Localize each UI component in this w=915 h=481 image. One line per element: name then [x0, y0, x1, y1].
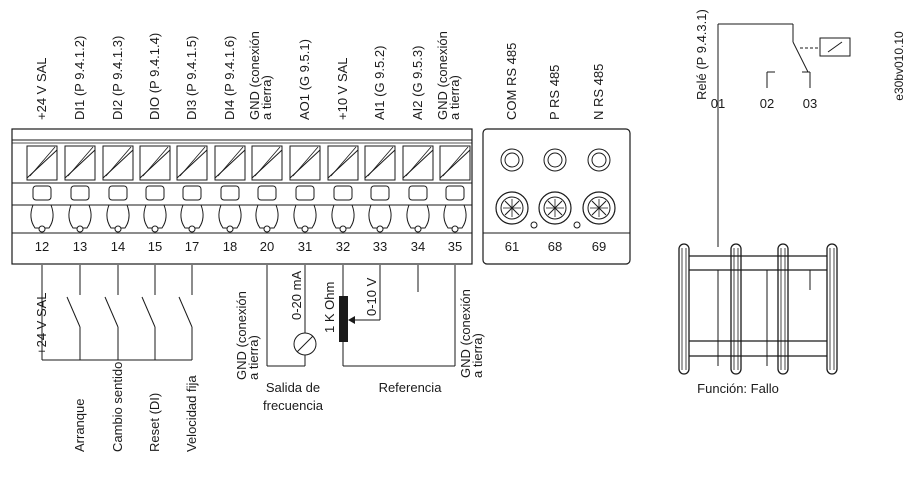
gnd-label-20: a tierra) — [246, 335, 261, 380]
top-label-13: DI1 (P 9.4.1.2) — [72, 36, 87, 120]
switch-label-reset-di: Reset (DI) — [147, 393, 162, 452]
top-label-35: a tierra) — [447, 75, 462, 120]
terminal-number: 34 — [411, 239, 425, 254]
terminal-function-labels: +24 V SAL DI1 (P 9.4.1.2) DI2 (P 9.4.1.3) D… — [34, 31, 462, 120]
terminal-number: 13 — [73, 239, 87, 254]
rs485-label-n-rs-485: N RS 485 — [591, 64, 606, 120]
terminal-33 — [364, 145, 396, 233]
rs485-terminal-number: 69 — [592, 239, 606, 254]
terminal-15 — [139, 145, 171, 233]
main-terminal-block: 12 13 14 15 17 18 20 31 32 33 34 35 — [11, 128, 473, 265]
gnd-label-20: GND (conexión — [234, 291, 249, 380]
top-label-35: GND (conexión — [435, 31, 450, 120]
potentiometer — [339, 296, 348, 342]
terminal-number: 12 — [35, 239, 49, 254]
terminal-number: 31 — [298, 239, 312, 254]
top-label-20: a tierra) — [259, 75, 274, 120]
rs485-terminal-61 — [495, 148, 529, 225]
v24-out-label: +24 V SAL — [34, 292, 49, 355]
rs485-terminal-number: 68 — [548, 239, 562, 254]
top-label-14: DI2 (P 9.4.1.3) — [110, 36, 125, 120]
top-label-12: +24 V SAL — [34, 57, 49, 120]
document-code: e30bv010.10 — [892, 31, 906, 101]
terminal-number: 32 — [336, 239, 350, 254]
terminal-17 — [176, 145, 208, 233]
freq-output-label: Salida de — [266, 380, 320, 395]
rs485-terminal-number: 61 — [505, 239, 519, 254]
switch-label-arranque: Arranque — [72, 399, 87, 452]
terminal-number: 20 — [260, 239, 274, 254]
relay-function-label: Función: Fallo — [697, 381, 779, 396]
terminal-18 — [214, 145, 246, 233]
gnd-label-35: a tierra) — [470, 333, 485, 378]
rs485-terminal-block: 61 68 69 — [482, 128, 631, 265]
terminal-13 — [64, 145, 96, 233]
terminal-34 — [402, 145, 434, 233]
rs485-labels: COM RS 485 P RS 485 N RS 485 — [504, 43, 606, 120]
terminal-number: 15 — [148, 239, 162, 254]
rs485-label-com-rs-485: COM RS 485 — [504, 43, 519, 120]
terminal-number: 35 — [448, 239, 462, 254]
top-label-17: DI3 (P 9.4.1.5) — [184, 36, 199, 120]
terminal-32 — [327, 145, 359, 233]
potentiometer-wiper-arrow — [348, 316, 355, 324]
terminal-number: 17 — [185, 239, 199, 254]
terminal-number: 33 — [373, 239, 387, 254]
relay-terminal-01: 01 — [711, 96, 725, 111]
v10-label: 0-10 V — [364, 277, 379, 316]
top-label-20: GND (conexión — [247, 31, 262, 120]
terminal-number: 14 — [111, 239, 125, 254]
rs485-label-p-rs-485: P RS 485 — [547, 65, 562, 120]
terminal-35 — [439, 145, 471, 233]
relay-terminal-02: 02 — [760, 96, 774, 111]
top-label-33: AI1 (G 9.5.2) — [372, 46, 387, 120]
ma-label: 0-20 mA — [289, 271, 304, 320]
terminal-31 — [289, 145, 321, 233]
terminal-20 — [251, 145, 283, 233]
relay-section — [678, 23, 851, 375]
top-label-15: DIO (P 9.4.1.4) — [147, 33, 162, 120]
terminal-number: 18 — [223, 239, 237, 254]
relay-title: Relé (P 9.4.3.1) — [694, 9, 709, 100]
freq-output-label: frecuencia — [263, 398, 324, 413]
top-label-34: AI2 (G 9.5.3) — [410, 46, 425, 120]
top-label-31: AO1 (G 9.5.1) — [297, 39, 312, 120]
external-wiring — [41, 265, 456, 367]
terminal-14 — [102, 145, 134, 233]
rs485-terminal-68 — [538, 148, 572, 225]
rs485-terminal-69 — [582, 148, 616, 225]
pot-label: 1 K Ohm — [322, 282, 337, 333]
gnd-label-35: GND (conexión — [458, 289, 473, 378]
top-label-32: +10 V SAL — [335, 57, 350, 120]
switch-label-cambio-sentido: Cambio sentido — [110, 362, 125, 452]
relay-terminal-03: 03 — [803, 96, 817, 111]
top-label-18: DI4 (P 9.4.1.6) — [222, 36, 237, 120]
reference-label: Referencia — [379, 380, 443, 395]
terminal-12 — [26, 145, 58, 233]
switch-label-velocidad-fija: Velocidad fija — [184, 375, 199, 452]
